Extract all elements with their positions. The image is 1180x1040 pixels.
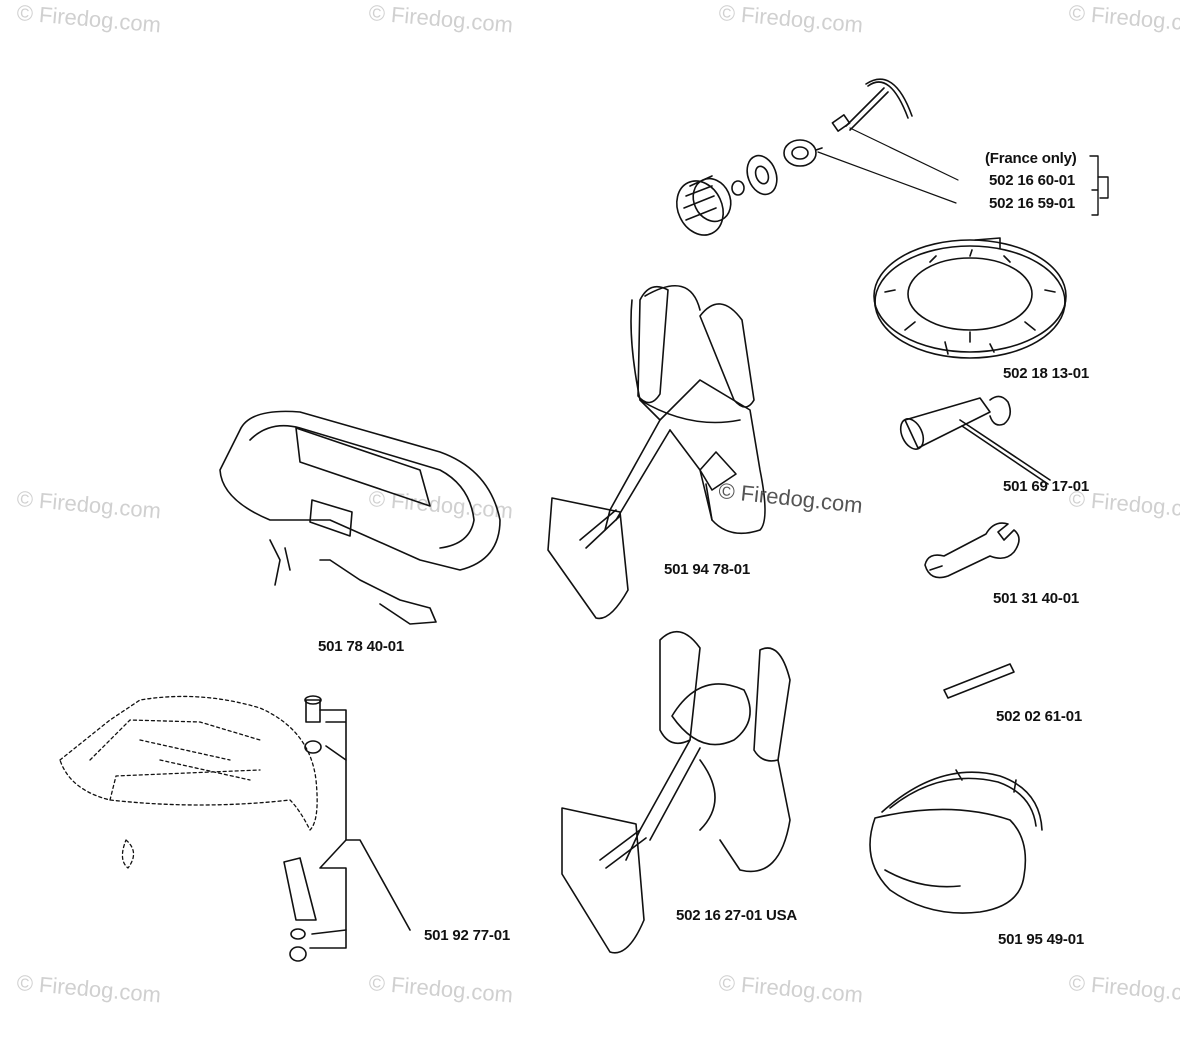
part-number-501-95-49-01: 501 95 49-01 [998,931,1085,948]
harness-upper [547,284,766,620]
part-number-501-31-40-01: 501 31 40-01 [993,590,1080,607]
part-number-502-16-60-01: 502 16 60-01 [989,172,1076,189]
part-number-501-78-40-01: 501 78 40-01 [318,638,405,655]
fastener-kit [283,695,411,962]
blade-guard [59,695,318,869]
part-number-502-02-61-01: 502 02 61-01 [996,708,1083,725]
part-number-501-94-78-01: 501 94 78-01 [664,561,751,578]
guard-ring [873,237,1067,359]
part-number-502-18-13-01: 502 18 13-01 [1003,365,1090,382]
ear-protector [869,769,1043,914]
part-number-502-16-59-01: 502 16 59-01 [989,195,1076,212]
trimmer-head-knob [676,139,823,236]
hip-belt [219,410,501,625]
t-handle-tool [831,78,913,132]
part-number-502-16-27-01-usa: 502 16 27-01 USA [676,907,798,924]
small-wrench [924,522,1020,579]
combination-spanner [899,395,1051,485]
pin [943,663,1015,699]
label-france-only: (France only) [985,150,1077,167]
harness-lower [561,630,791,954]
part-number-501-69-17-01: 501 69 17-01 [1003,478,1090,495]
part-number-501-92-77-01: 501 92 77-01 [424,927,511,944]
